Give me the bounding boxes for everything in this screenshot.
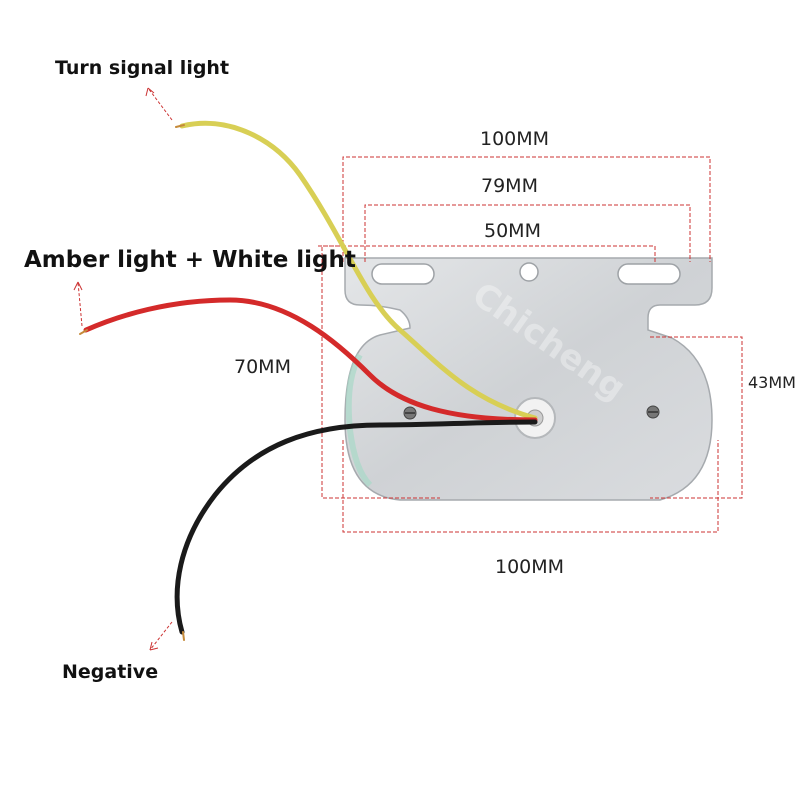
wire-tip-yellow	[175, 124, 185, 128]
amber-white-wire	[83, 297, 538, 423]
turn-signal-wire	[179, 120, 538, 421]
dim-line-bottom-100	[342, 440, 719, 533]
dim-line-top-100	[342, 156, 711, 262]
dim-label-50: 50MM	[484, 220, 541, 242]
center-hole	[519, 262, 539, 282]
screw-left	[403, 406, 417, 420]
wire-tip-black	[182, 631, 185, 641]
dimension-lines	[318, 156, 743, 533]
pointer-arrows	[73, 87, 173, 651]
dim-label-43: 43MM	[748, 373, 796, 392]
dim-line-79	[364, 204, 691, 262]
mounting-plate: Chicheng	[344, 257, 713, 501]
screw-right	[646, 405, 660, 419]
arrow-turn-signal	[147, 87, 173, 121]
dim-label-bottom-100: 100MM	[495, 556, 564, 578]
dim-line-70	[321, 245, 440, 499]
dim-line-43	[650, 336, 743, 499]
turn-signal-label: Turn signal light	[55, 57, 229, 79]
mounting-slot-right	[617, 263, 681, 285]
arrow-amber-white	[77, 281, 83, 327]
wires	[79, 120, 538, 641]
wire-tip-red	[79, 329, 88, 335]
arrow-negative	[149, 621, 173, 651]
mounting-slot-left	[371, 263, 435, 285]
amber-white-label: Amber light + White light	[24, 247, 356, 273]
dim-label-70: 70MM	[234, 356, 291, 378]
dim-label-79: 79MM	[481, 175, 538, 197]
dim-label-top-100: 100MM	[480, 128, 549, 150]
lens-edge	[345, 353, 373, 488]
negative-wire	[174, 419, 538, 635]
negative-label: Negative	[62, 661, 158, 683]
